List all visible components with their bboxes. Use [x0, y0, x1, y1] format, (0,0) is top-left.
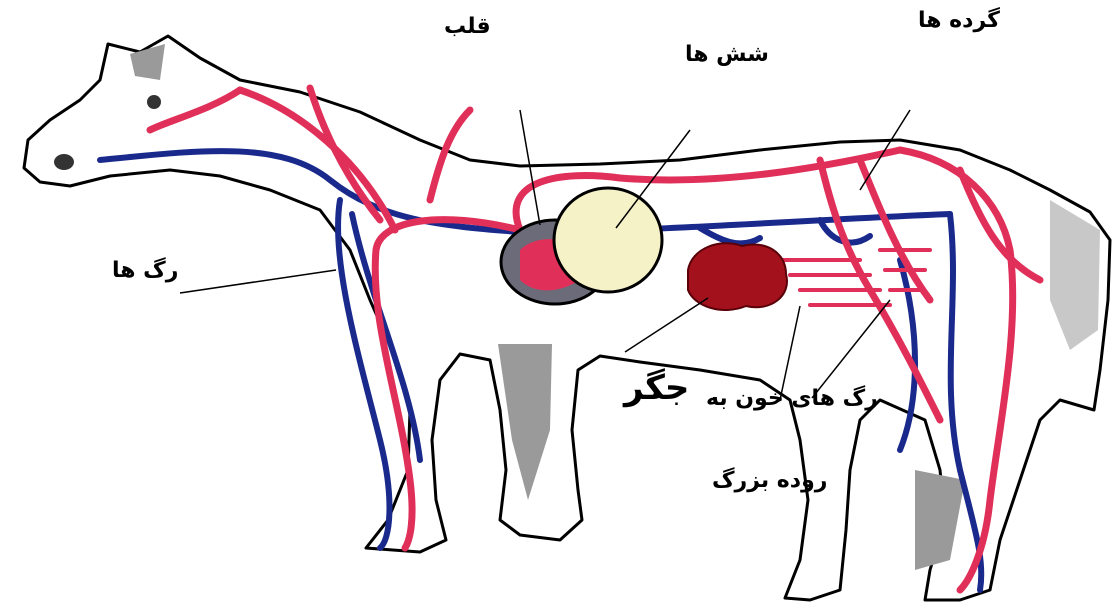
- liver: [688, 243, 787, 310]
- intestine-vessels-label: رگ های خون به: [706, 386, 878, 411]
- large-intestine-label: روده بزرگ: [712, 468, 827, 493]
- lungs: [554, 188, 662, 292]
- heart-label: قلب: [444, 14, 491, 39]
- nostril: [54, 154, 74, 170]
- eye: [147, 95, 161, 109]
- kidneys-label: گرده ها: [918, 8, 1000, 33]
- liver-label: جگر: [624, 368, 689, 408]
- lungs-label: شش ها: [685, 42, 769, 67]
- veins-label: رگ ها: [112, 258, 178, 283]
